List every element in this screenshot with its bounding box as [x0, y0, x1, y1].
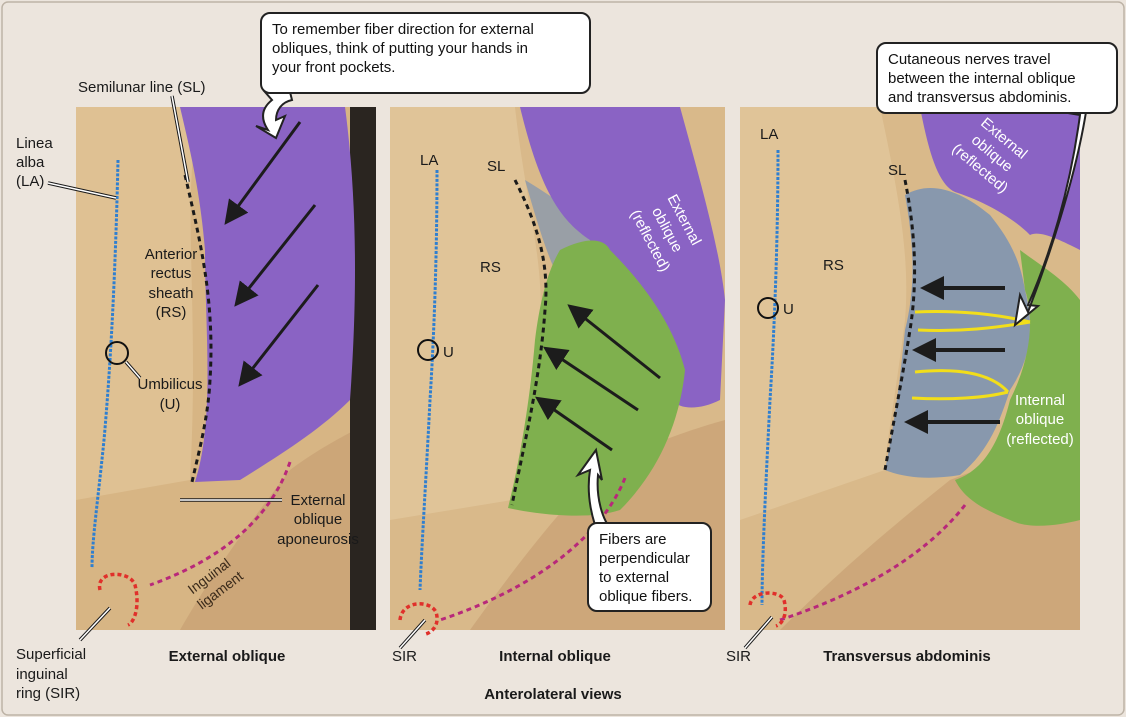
callout2-pointer [1013, 111, 1088, 328]
panel2-umbilicus-circle [417, 339, 439, 361]
panel1-fiber-arrow-2 [234, 204, 317, 307]
panel3-sl-label: SL [888, 162, 906, 179]
panel2-rs-label: RS [480, 259, 501, 276]
panel1-sir-label-3: ring (SIR) [16, 685, 80, 702]
panel1-sir-label-2: inguinal [16, 666, 68, 683]
panel-transversus-abdominis: LA SL RS U External oblique (reflected) … [726, 107, 1080, 665]
panel1-dark-edge [350, 107, 376, 630]
panel3-sir-leader [744, 616, 773, 649]
panel2-fiber-arrow-1 [567, 304, 661, 380]
panel1-aponeurosis-label-3: aponeurosis [277, 531, 359, 548]
callout-external-fiber-direction: To remember fiber direction for external… [260, 12, 591, 94]
panel1-superficial-ring [97, 572, 139, 627]
panel1-sl-leader [171, 95, 189, 183]
callout1-pointer [255, 91, 294, 140]
panel2-fiber-arrow-3 [535, 396, 613, 452]
panel1-thigh-tissue [180, 420, 376, 630]
callout-cutaneous-nerves: Cutaneous nerves travel between the inte… [876, 42, 1118, 114]
panel3-nerve-2 [917, 320, 1031, 333]
panel3-caption: Transversus abdominis [823, 648, 991, 665]
panel1-fiber-arrow-1 [224, 121, 302, 225]
panel3-rectus-area [740, 107, 907, 520]
panel2-superficial-ring [398, 602, 439, 636]
panel1-sir-label-1: Superficial [16, 646, 86, 663]
panel2-u-label: U [443, 344, 454, 361]
panel1-fiber-arrow-3 [238, 284, 320, 387]
panel2-la-label: LA [420, 152, 438, 169]
panel3-sir-label: SIR [726, 648, 751, 665]
footer-views-label: Anterolateral views [484, 686, 622, 703]
panel1-linea-alba-label-3: (LA) [16, 173, 44, 190]
panel1-rectus-sheath-label-4: (RS) [156, 304, 187, 321]
panel2-sir-label: SIR [392, 648, 417, 665]
panel2-sl-label: SL [487, 158, 505, 175]
panel1-rectus-sheath-label-1: Anterior [145, 246, 198, 263]
panel3-rs-label: RS [823, 257, 844, 274]
panel1-caption: External oblique [169, 648, 286, 665]
panel1-linea-alba-line [90, 159, 120, 569]
panel2-external-oblique-reflected [520, 107, 725, 408]
panel3-inguinal-line [779, 504, 967, 622]
panel1-umbilicus-label-2: (U) [160, 396, 181, 413]
panel1-semilunar-line [183, 174, 213, 483]
panel3-external-oblique-reflected [920, 107, 1080, 250]
panel1-semilunar-line-label: Semilunar line (SL) [78, 79, 206, 96]
panel1-umbilicus-label-1: Umbilicus [137, 376, 202, 393]
external-oblique-muscle [180, 107, 355, 482]
panel1-rectus-sheath [76, 107, 200, 500]
panel3-superficial-ring [748, 591, 788, 628]
panel1-rectus-sheath-label-2: rectus [151, 265, 192, 282]
panel1-linea-alba-label-2: alba [16, 154, 45, 171]
panel2-fiber-arrow-2 [543, 346, 639, 412]
panel2-linea-alba-line [418, 169, 439, 591]
panel1-aponeurosis-label-1: External [290, 492, 345, 509]
panel2-caption: Internal oblique [499, 648, 611, 665]
panel-internal-oblique: LA SL RS U External oblique (reflected) … [390, 107, 725, 665]
panel2-semilunar-line [510, 179, 548, 506]
panel3-linea-alba-line [760, 149, 780, 606]
panel2-rectus-area [390, 107, 541, 520]
panel3-nerve-4 [911, 390, 1009, 401]
panel1-umbilicus-circle [105, 341, 129, 365]
panel3-io-reflected-label-1: Internal [1015, 392, 1065, 409]
panel1-sir-leader [79, 607, 111, 641]
panel-external-oblique: Semilunar line (SL) Linea alba (LA) Ante… [16, 79, 376, 702]
panel1-aponeurosis-label-2: oblique [294, 511, 342, 528]
panel3-io-reflected-label-3: (reflected) [1006, 431, 1074, 448]
panel3-nerve-3 [914, 369, 1010, 394]
panel1-la-leader [47, 182, 117, 199]
panel2-internal-oblique-muscle [508, 240, 685, 516]
panel3-la-label: LA [760, 126, 778, 143]
callout3-pointer [575, 447, 619, 539]
callout-fibers-perpendicular: Fibers are perpendicular to external obl… [587, 522, 712, 612]
panel1-inguinal-ligament-line [149, 461, 292, 587]
panel3-u-label: U [783, 301, 794, 318]
panel3-umbilicus-circle [757, 297, 779, 319]
panel3-io-reflected-label-2: oblique [1016, 411, 1064, 428]
panel2-inguinal-line [439, 477, 627, 622]
panel3-transversus-muscle [885, 187, 1030, 478]
panel2-sir-leader [399, 619, 426, 649]
panel1-rectus-sheath-label-3: sheath [148, 285, 193, 302]
panel1-linea-alba-label-1: Linea [16, 135, 53, 152]
panel3-internal-oblique-reflected [955, 250, 1080, 526]
panel1-u-leader [125, 361, 141, 379]
